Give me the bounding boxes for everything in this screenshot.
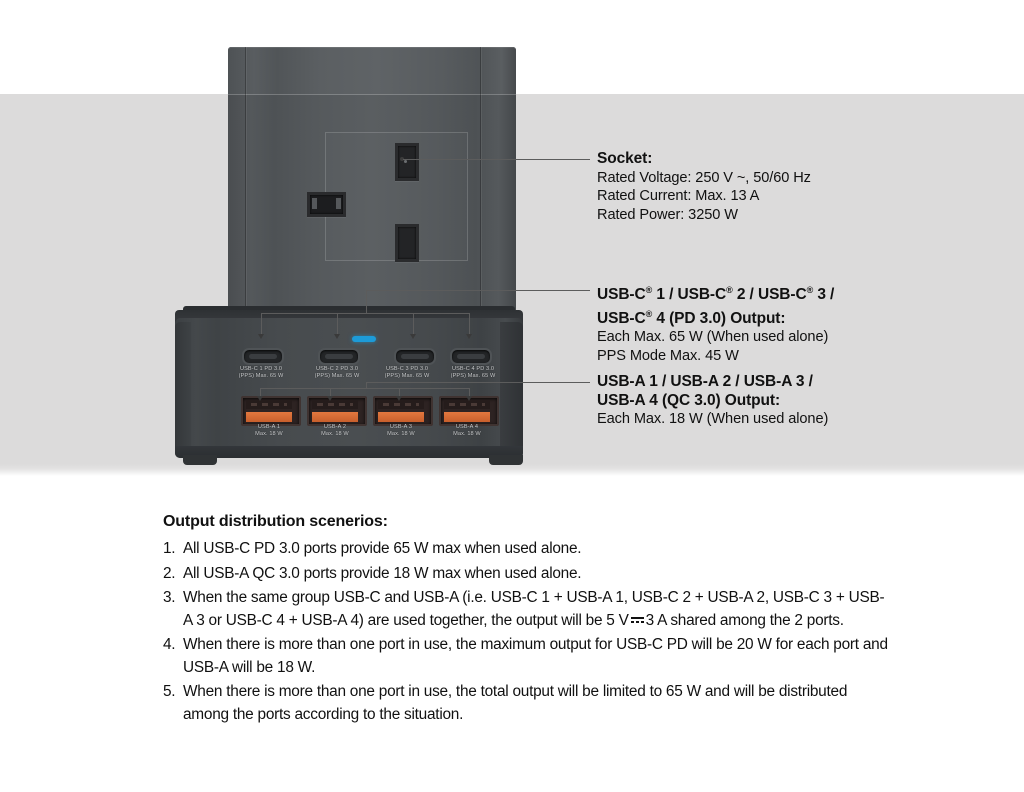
usbc-arrow-4 — [466, 334, 472, 339]
usb-a-port-3 — [373, 396, 433, 426]
tower-edge-seam-right — [480, 47, 481, 332]
usb-c-port-4 — [450, 348, 492, 365]
usbc-bracket-horizontal — [261, 313, 470, 314]
usbc-tick-2 — [337, 313, 338, 335]
base-right-face — [500, 322, 523, 454]
callout-usb-a: USB-A 1 / USB-A 2 / USB-A 3 / USB-A 4 (Q… — [597, 373, 828, 429]
socket-pin-dot — [404, 160, 407, 163]
scenario-3-number: 3. — [163, 589, 176, 606]
scenario-1-number: 1. — [163, 540, 176, 557]
usba-bracket-horizontal — [260, 388, 469, 389]
registered-mark-icon: ® — [806, 285, 814, 295]
usb-c-port-4-label: USB-C 4 PD 3.0 (PPS) Max. 65 W — [450, 366, 496, 379]
registered-mark-icon: ® — [645, 308, 653, 319]
device-top-cap — [228, 47, 516, 95]
usb-a-port-2 — [307, 396, 367, 426]
device-tower-body — [228, 47, 516, 332]
background-band-fade — [0, 464, 1024, 476]
usbc-arrow-3 — [410, 334, 416, 339]
registered-mark-icon: ® — [726, 285, 733, 295]
usb-c-port-3 — [394, 348, 436, 365]
usba-arrow-3 — [396, 396, 402, 401]
usba-tick-1 — [260, 388, 261, 398]
tower-edge-highlight-right — [481, 47, 482, 332]
status-led — [352, 336, 376, 342]
scenario-item-5: 5. When there is more than one port in u… — [163, 681, 893, 726]
usba-each-max: Each Max. 18 W (When used alone) — [597, 411, 829, 427]
usb-c-port-1-label: USB-C 1 PD 3.0 (PPS) Max. 65 W — [238, 366, 284, 379]
scenario-item-3: 3. When the same group USB-C and USB-A (… — [163, 587, 893, 632]
usbc-tick-3 — [413, 313, 414, 335]
socket-live-slot — [395, 143, 419, 181]
usb-a-port-2-label: USB-A 2 Max. 18 W — [321, 424, 349, 437]
usb-a-port-1-label: USB-A 1 Max. 18 W — [255, 424, 283, 437]
cap-seam-line — [228, 94, 516, 95]
usba-tick-4 — [469, 388, 470, 398]
socket-leader-line — [403, 159, 590, 160]
scenario-3-text: When the same group USB-C and USB-A (i.e… — [183, 587, 893, 632]
usba-tick-2 — [330, 388, 331, 398]
base-foot-right — [489, 455, 523, 465]
usba-tick-3 — [399, 388, 400, 398]
usba-leader-line — [366, 382, 590, 383]
usbc-each-max: Each Max. 65 W (When used alone) — [597, 329, 829, 346]
usb-a-port-1 — [241, 396, 301, 426]
scenario-1-text: All USB-C PD 3.0 ports provide 65 W max … — [183, 540, 582, 557]
scenario-4-text: When there is more than one port in use,… — [183, 636, 888, 676]
usbc-bracket-riser — [366, 290, 367, 314]
scenario-2-number: 2. — [163, 564, 176, 582]
usbc-callout-title-line1: USB-C® 1 / USB-C® 2 / USB-C® 3 / — [597, 285, 835, 304]
usba-callout-title-line2: USB-A 4 (QC 3.0) Output: — [597, 391, 781, 409]
scenario-item-4: 4. When there is more than one port in u… — [163, 634, 893, 679]
usbc-leader-line — [366, 290, 590, 291]
base-foot-left — [183, 455, 217, 465]
scenario-3-text-after: 3 A shared among the 2 ports. — [645, 611, 844, 629]
socket-earth-slot — [307, 192, 346, 217]
usba-arrow-2 — [327, 396, 333, 401]
scenario-item-2: 2. All USB-A QC 3.0 ports provide 18 W m… — [163, 563, 893, 586]
usba-callout-title-line1: USB-A 1 / USB-A 2 / USB-A 3 / — [597, 373, 813, 390]
usb-c-port-2 — [318, 348, 360, 365]
usb-c-port-2-label: USB-C 2 PD 3.0 (PPS) Max. 65 W — [314, 366, 360, 379]
usb-a-port-4-label: USB-A 4 Max. 18 W — [453, 424, 481, 437]
scenarios-title: Output distribution scenerios: — [163, 513, 388, 530]
base-bottom-edge — [175, 446, 523, 458]
socket-rated-current: Rated Current: Max. 13 A — [597, 188, 760, 204]
tower-edge-highlight-left — [246, 47, 247, 332]
scenario-5-number: 5. — [163, 683, 176, 700]
scenario-item-1: 1. All USB-C PD 3.0 ports provide 65 W m… — [163, 538, 893, 561]
usba-bracket-riser — [366, 382, 367, 389]
tower-edge-seam-left — [245, 47, 246, 332]
usb-c-port-3-label: USB-C 3 PD 3.0 (PPS) Max. 65 W — [384, 366, 430, 379]
scenario-5-text: When there is more than one port in use,… — [183, 683, 848, 723]
usba-arrow-1 — [257, 396, 263, 401]
usbc-tick-1 — [261, 313, 262, 335]
base-left-face — [175, 322, 191, 454]
registered-mark-icon: ® — [645, 285, 653, 295]
scenario-3-text-before: When the same group USB-C and USB-A (i.e… — [183, 589, 885, 629]
scenario-4-number: 4. — [163, 636, 176, 653]
socket-neutral-slot — [395, 224, 419, 262]
base-top-bevel — [183, 306, 515, 313]
socket-leader-dot — [400, 157, 404, 161]
usb-c-port-1 — [242, 348, 284, 365]
usb-a-port-4 — [439, 396, 499, 426]
socket-rated-power: Rated Power: 3250 W — [597, 206, 738, 223]
callout-usb-c: USB-C® 1 / USB-C® 2 / USB-C® 3 / USB-C® … — [597, 281, 834, 365]
usb-a-port-3-label: USB-A 3 Max. 18 W — [387, 424, 415, 437]
usbc-callout-title-line2: USB-C® 4 (PD 3.0) Output: — [597, 308, 786, 327]
dc-voltage-icon — [630, 616, 644, 624]
usbc-pps-mode: PPS Mode Max. 45 W — [597, 347, 739, 364]
device-illustration: USB-C 1 PD 3.0 (PPS) Max. 65 W USB-C 2 P… — [175, 47, 523, 465]
socket-rated-voltage: Rated Voltage: 250 V ~, 50/60 Hz — [597, 169, 811, 186]
socket-callout-title: Socket: — [597, 150, 653, 167]
callout-socket: Socket: Rated Voltage: 250 V ~, 50/60 Hz… — [597, 150, 811, 224]
output-distribution-section: Output distribution scenerios: 1. All US… — [163, 513, 893, 728]
usbc-arrow-2 — [334, 334, 340, 339]
usbc-tick-4 — [469, 313, 470, 335]
usbc-arrow-1 — [258, 334, 264, 339]
usba-arrow-4 — [466, 396, 472, 401]
scenario-2-text: All USB-A QC 3.0 ports provide 18 W max … — [183, 564, 582, 582]
